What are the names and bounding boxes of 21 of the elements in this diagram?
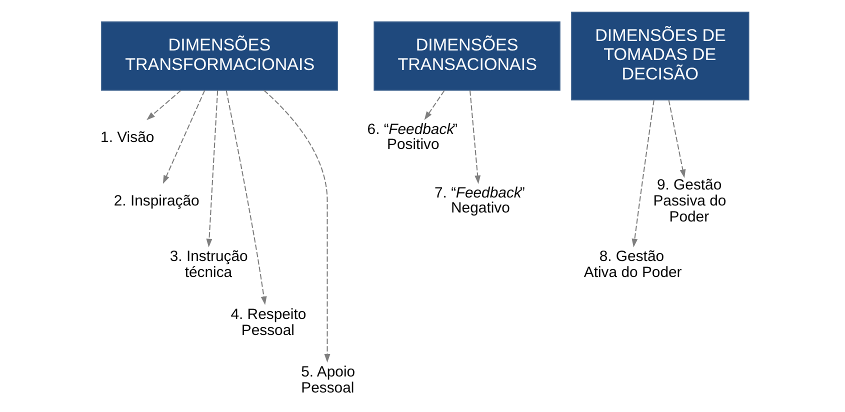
node-text: 4. Respeito Pessoal <box>230 306 306 339</box>
node-box: DIMENSÕES TRANSFORMACIONAIS <box>101 21 338 91</box>
arrow <box>226 90 267 305</box>
node-text: 1. Visão <box>100 129 154 146</box>
node-text: 6. “Feedback” Positivo <box>367 121 458 154</box>
node-text: 3. Instrução técnica <box>170 248 248 282</box>
arrow <box>264 90 330 363</box>
node-box: DIMENSÕES DE TOMADAS DE DECISÃO <box>571 12 750 100</box>
node-box: DIMENSÕES TRANSACIONAIS <box>374 21 560 91</box>
arrow <box>162 90 206 184</box>
arrow <box>146 90 182 120</box>
node-text: 9. Gestão Passiva do Poder <box>653 176 726 226</box>
arrow <box>632 100 654 248</box>
node-text: 7. “Feedback” Negativo <box>434 184 525 217</box>
node-text: 5. Apoio Pessoal <box>301 363 356 396</box>
arrow <box>424 90 445 120</box>
arrow <box>206 90 218 248</box>
node-text: 8. Gestão Ativa do Poder <box>584 248 682 282</box>
arrow <box>668 100 686 178</box>
node-text: 2. Inspiração <box>114 192 200 210</box>
arrow <box>469 90 481 184</box>
